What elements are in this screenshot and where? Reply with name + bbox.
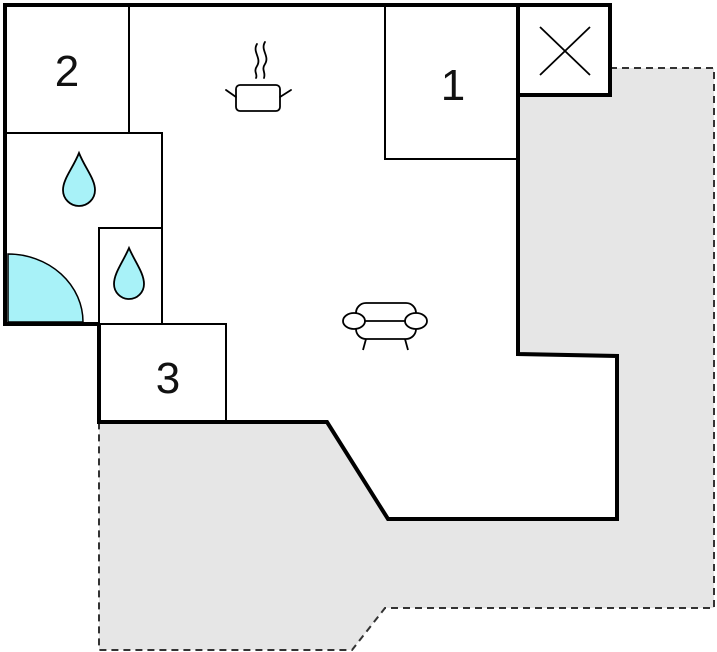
sofa-icon — [342, 302, 428, 351]
room-2-label: 2 — [55, 47, 79, 96]
room-1-label: 1 — [441, 61, 465, 110]
water-drop-icon — [62, 150, 96, 207]
water-drop-icon — [113, 245, 145, 300]
cross-icon — [539, 26, 591, 76]
shower-quarter-circle-icon — [7, 253, 84, 323]
bathroom-wall — [5, 132, 163, 228]
room-3-label: 3 — [156, 354, 180, 403]
cooking-pot-icon — [225, 41, 292, 112]
